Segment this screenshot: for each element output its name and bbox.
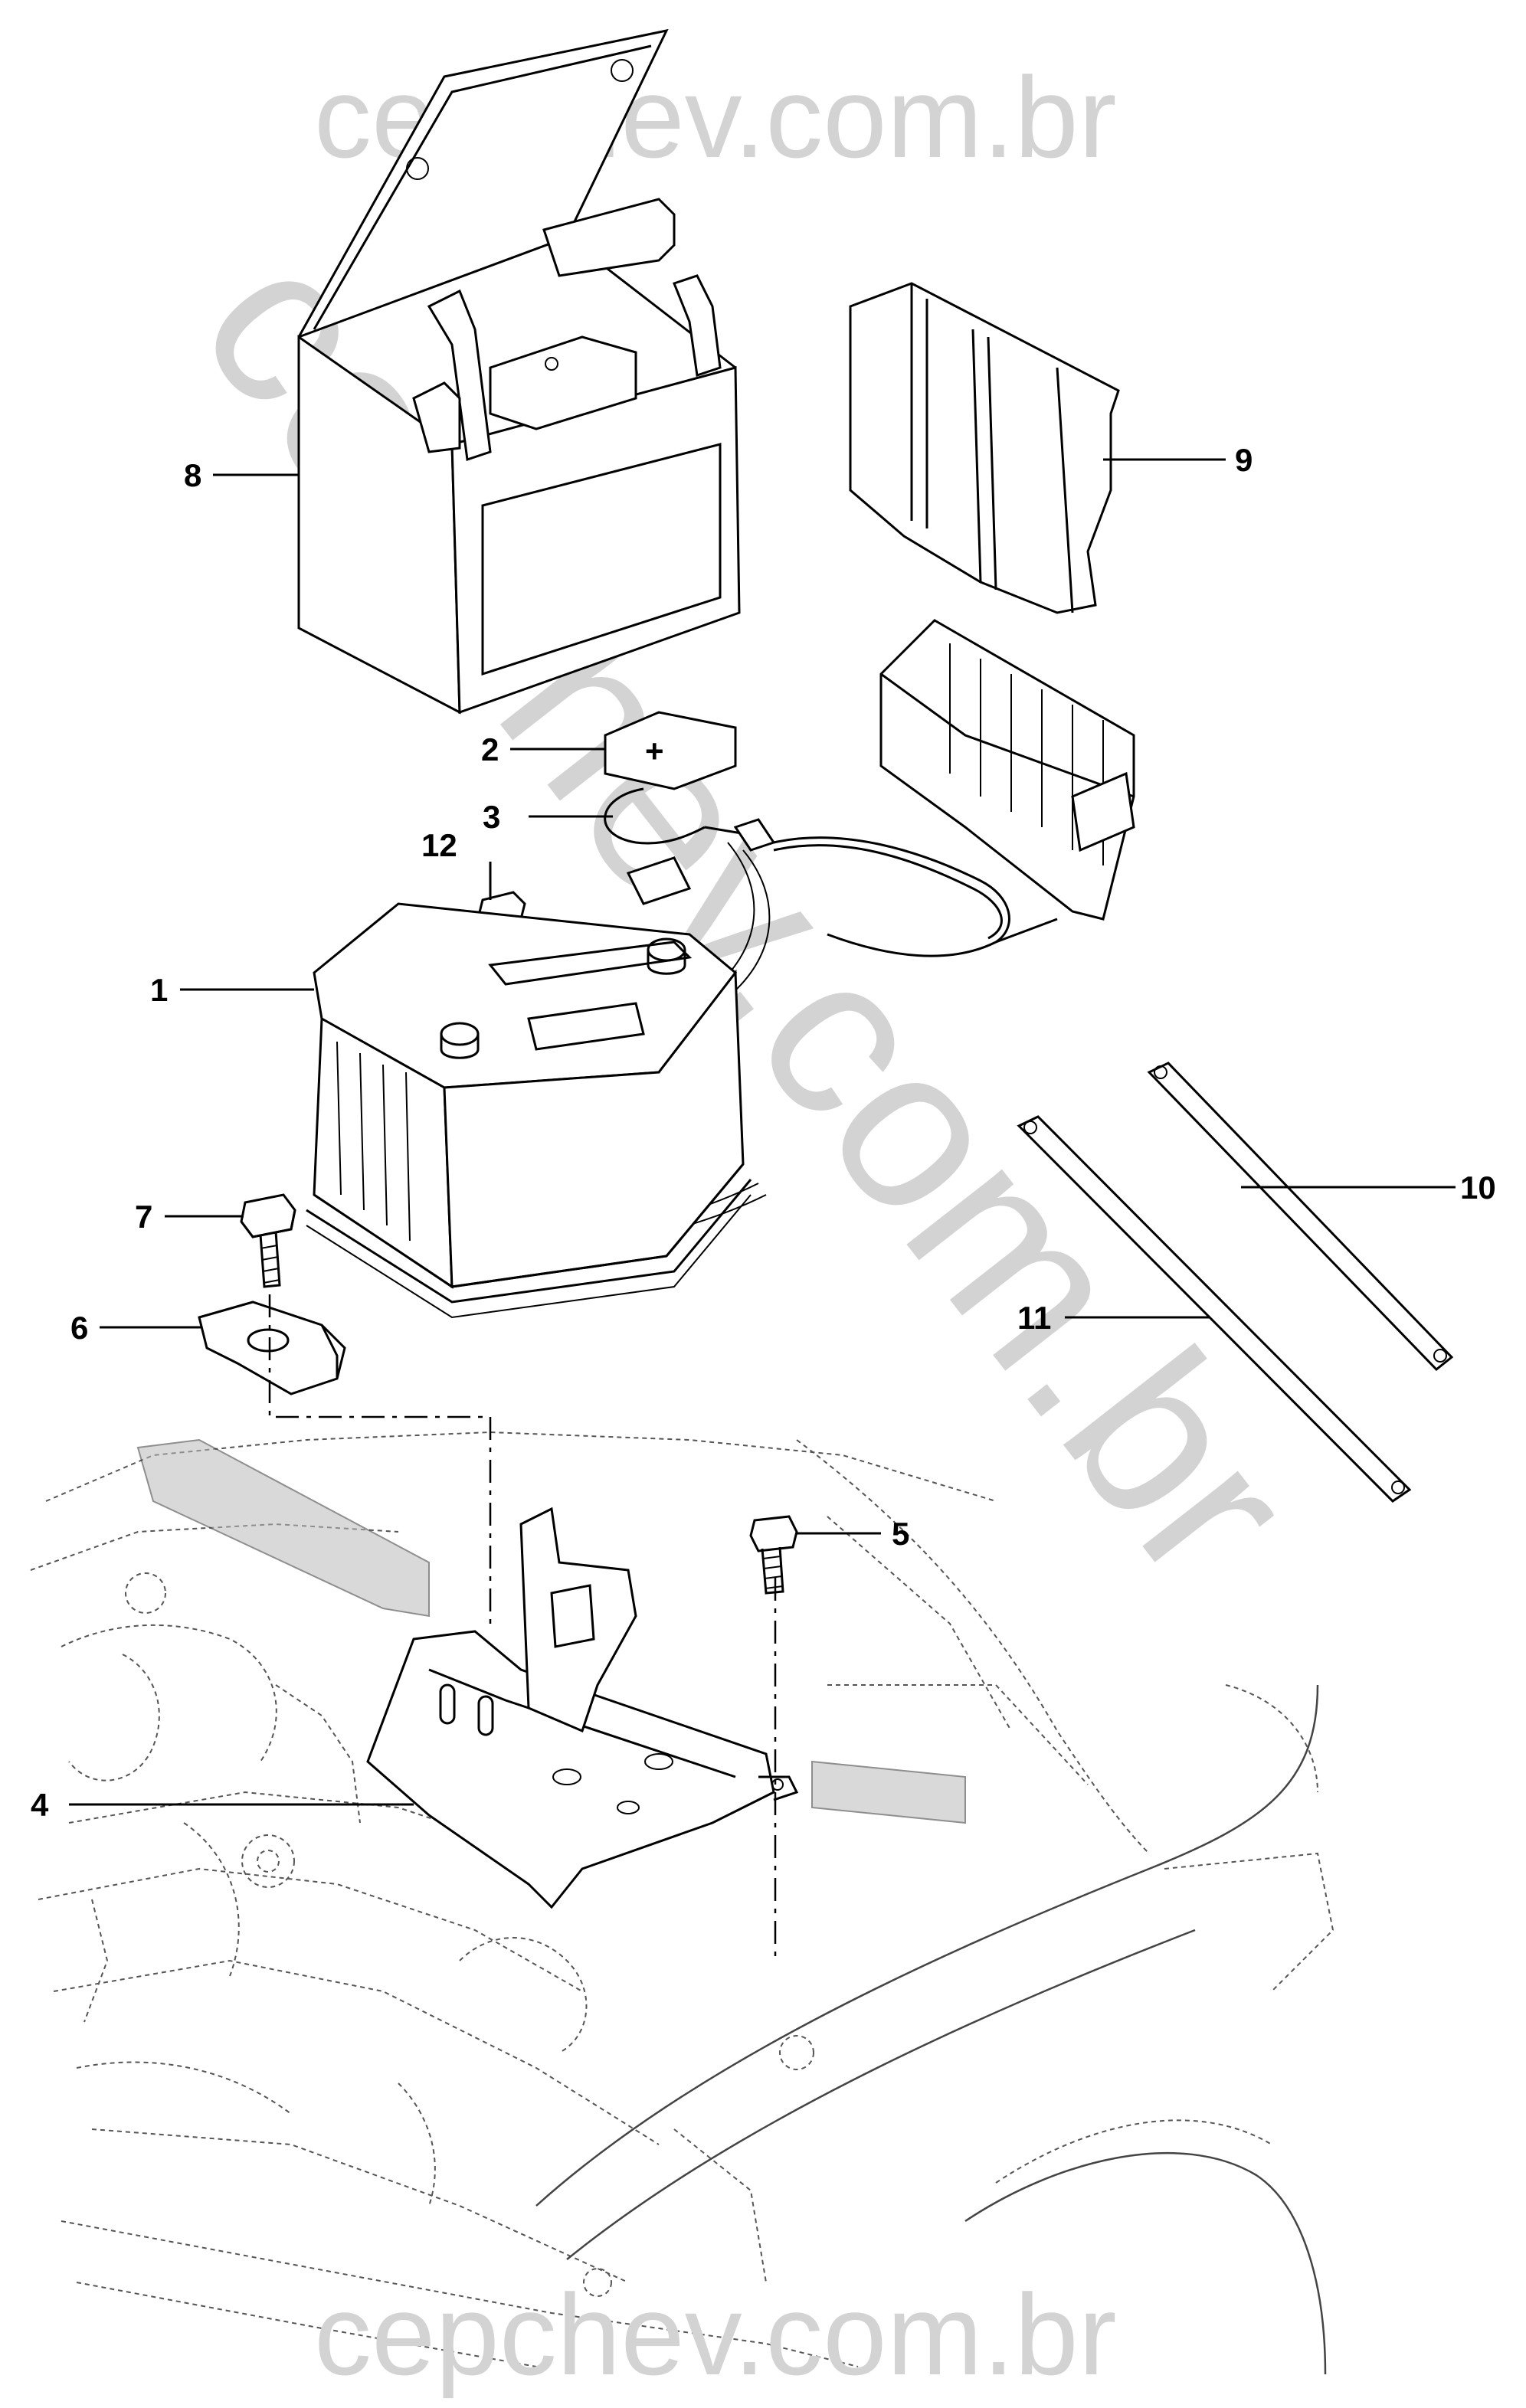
callout-1: 1 bbox=[150, 972, 168, 1008]
part-6-hold-down-clamp bbox=[198, 1301, 346, 1395]
callout-11: 11 bbox=[1017, 1300, 1051, 1336]
callout-10: 10 bbox=[1460, 1170, 1496, 1206]
callout-12: 12 bbox=[421, 827, 457, 863]
watermark-bottom: cepchev.com.br bbox=[314, 2270, 1117, 2399]
callout-6: 6 bbox=[70, 1310, 88, 1346]
leader-lines bbox=[69, 458, 1456, 1806]
callout-5: 5 bbox=[892, 1516, 909, 1552]
callout-3: 3 bbox=[483, 799, 500, 835]
part-11-rod bbox=[1017, 1115, 1412, 1503]
fusebox-bracket bbox=[879, 619, 1135, 921]
part-9-terminal-cover bbox=[849, 282, 1120, 614]
assembly-centerlines bbox=[268, 1294, 777, 1961]
cover-plus-mark: + bbox=[645, 733, 664, 769]
callout-8: 8 bbox=[184, 457, 201, 493]
part-4-battery-tray bbox=[366, 1507, 799, 1909]
part-7-clamp-bolt bbox=[240, 1193, 296, 1288]
callout-7: 7 bbox=[135, 1199, 152, 1235]
part-5-tray-bolt bbox=[749, 1515, 798, 1595]
callout-9: 9 bbox=[1235, 442, 1253, 478]
callout-numbers: 8 9 2 3 12 1 7 6 10 11 5 4 bbox=[31, 442, 1496, 1823]
part-8-battery-insulation-box bbox=[297, 28, 741, 715]
callout-2: 2 bbox=[481, 731, 499, 767]
part-10-rod bbox=[1147, 1062, 1454, 1372]
part-1-battery bbox=[306, 902, 752, 1319]
callout-4: 4 bbox=[31, 1787, 49, 1823]
vehicle-engine-bay-background bbox=[30, 1431, 1334, 2375]
